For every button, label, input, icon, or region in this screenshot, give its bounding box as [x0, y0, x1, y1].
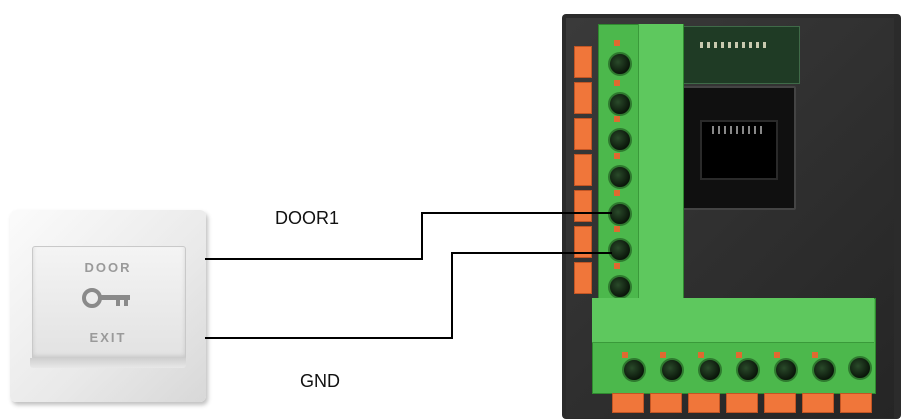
terminal-marker: [614, 40, 620, 46]
terminal-release-tab: [574, 154, 592, 186]
terminal-marker: [614, 153, 620, 159]
terminal-release-tab: [688, 393, 720, 413]
terminal-screw: [608, 52, 632, 76]
exit-button-lip: [30, 358, 186, 368]
terminal-release-tab: [802, 393, 834, 413]
terminal-marker: [614, 190, 620, 196]
terminal-screw: [608, 238, 632, 262]
door1-wire: [205, 212, 612, 260]
terminal-marker: [736, 352, 742, 358]
terminal-screw: [608, 275, 632, 299]
pcb-module: [680, 26, 800, 84]
terminal-release-tab: [612, 393, 644, 413]
terminal-release-tab: [574, 226, 592, 258]
terminal-release-tab: [650, 393, 682, 413]
terminal-release-tab: [840, 393, 872, 413]
terminal-marker: [614, 226, 620, 232]
terminal-screw: [608, 92, 632, 116]
terminal-release-tab: [764, 393, 796, 413]
terminal-release-tab: [574, 46, 592, 78]
terminal-marker: [698, 352, 704, 358]
terminal-release-tab: [574, 82, 592, 114]
terminal-release-tab: [574, 118, 592, 150]
terminal-screw: [698, 358, 722, 382]
terminal-marker: [660, 352, 666, 358]
door1-label: DOOR1: [275, 208, 340, 228]
exit-button: [32, 246, 186, 360]
terminal-marker: [614, 80, 620, 86]
terminal-screw: [608, 128, 632, 152]
exit-button-door-text: DOOR: [84, 260, 132, 275]
terminal-screw: [622, 358, 646, 382]
gnd-wire: [205, 252, 612, 339]
horizontal-terminal-body: [592, 298, 874, 343]
terminal-release-tab: [726, 393, 758, 413]
terminal-marker: [614, 263, 620, 269]
terminal-screw: [736, 358, 760, 382]
rj45-pins: [712, 126, 762, 134]
gnd-label: GND: [300, 371, 340, 391]
vertical-terminal-body: [638, 24, 683, 302]
pcb-header-pins: [700, 42, 770, 48]
terminal-marker: [622, 352, 628, 358]
terminal-marker: [614, 116, 620, 122]
terminal-screw: [608, 165, 632, 189]
terminal-screw: [660, 358, 684, 382]
key-icon: [82, 288, 130, 308]
exit-button-exit-text: EXIT: [89, 330, 127, 345]
terminal-marker: [774, 352, 780, 358]
terminal-release-tab: [574, 262, 592, 294]
terminal-screw: [774, 358, 798, 382]
terminal-screw: [812, 358, 836, 382]
terminal-screw: [848, 356, 872, 380]
terminal-marker: [812, 352, 818, 358]
